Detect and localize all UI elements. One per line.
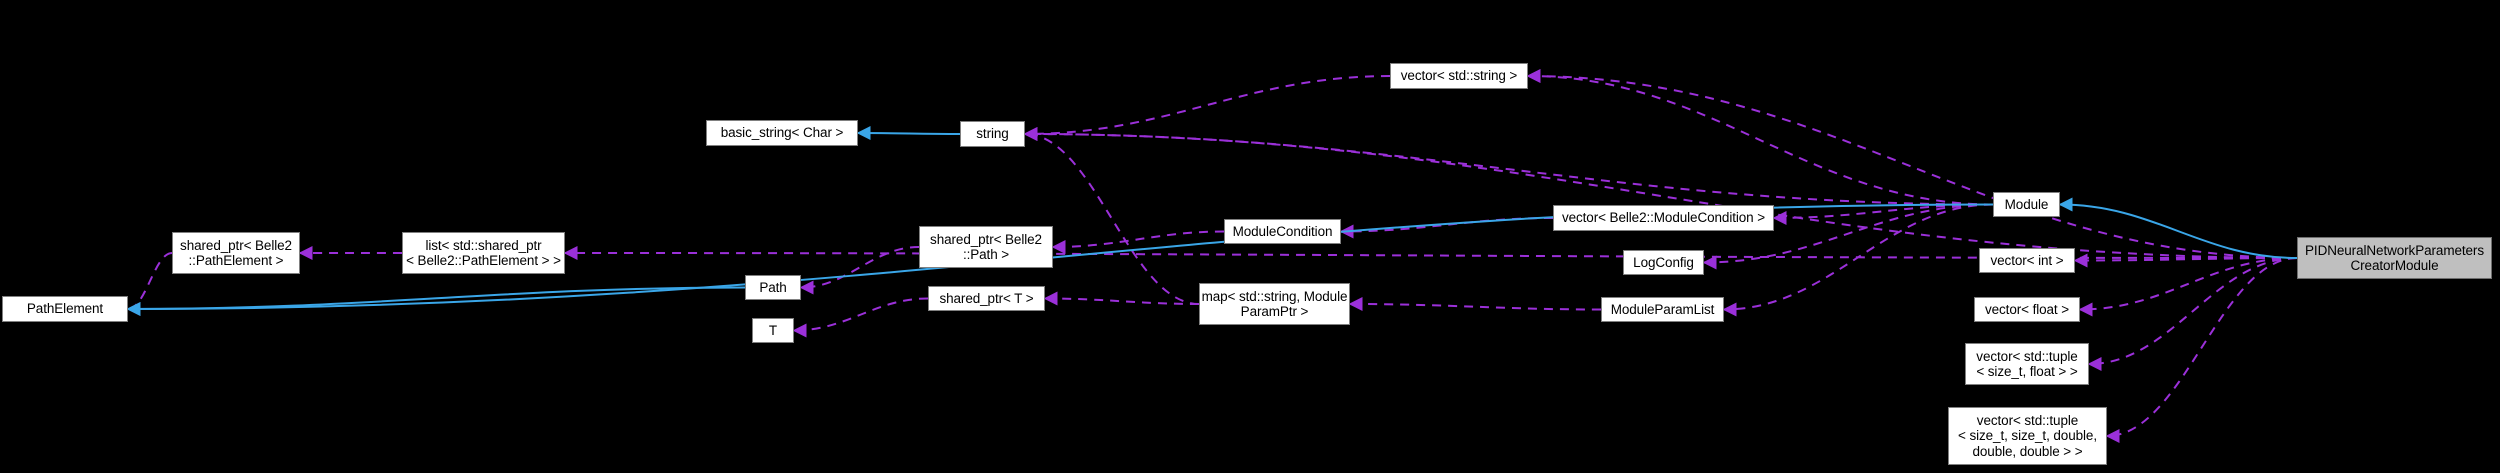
graph-node-vector_tuple_long[interactable]: vector< std::tuple < size_t, size_t, dou… [1948, 407, 2107, 465]
edge-module-to-vector_modcond [1772, 203, 1994, 225]
edge-vector_modcond-to-modulecondition [1339, 217, 1554, 239]
graph-node-vector_tuple_sf[interactable]: vector< std::tuple < size_t, float > > [1965, 343, 2089, 385]
graph-node-vector_int[interactable]: vector< int > [1979, 248, 2075, 273]
graph-node-vector_string[interactable]: vector< std::string > [1390, 63, 1528, 89]
edge-root_module-to-string [1023, 127, 2298, 259]
edge-sharedptr_pathelem-to-pathelement [126, 252, 173, 316]
graph-node-basic_string[interactable]: basic_string< Char > [706, 120, 858, 146]
graph-node-module[interactable]: Module [1993, 192, 2060, 217]
edge-sharedptr_path-to-path [799, 246, 920, 295]
graph-node-t[interactable]: T [752, 318, 794, 343]
graph-node-moduleparamlist[interactable]: ModuleParamList [1601, 297, 1724, 322]
graph-node-vector_modcond[interactable]: vector< Belle2::ModuleCondition > [1553, 205, 1774, 231]
edge-moduleparamlist-to-map_string_module [1348, 297, 1602, 312]
graph-node-vector_float[interactable]: vector< float > [1974, 297, 2080, 322]
graph-node-pathelement[interactable]: PathElement [2, 296, 128, 322]
graph-node-sharedptr_t[interactable]: shared_ptr< T > [928, 286, 1045, 311]
graph-node-path[interactable]: Path [745, 275, 801, 300]
edge-root_module-to-vector_float [2078, 257, 2298, 317]
edge-root_module-to-vector_tuple_sf [2087, 257, 2298, 371]
edge-map_string_module-to-sharedptr_t [1043, 291, 1200, 306]
graph-node-logconfig[interactable]: LogConfig [1623, 250, 1704, 275]
edge-root_module-to-vector_tuple_long [2105, 257, 2298, 443]
edge-root_module-to-vector_int [2073, 253, 2298, 268]
graph-node-string[interactable]: string [960, 121, 1025, 147]
edge-module-to-vector_string [1526, 69, 1994, 206]
graph-node-list_sharedptr[interactable]: list< std::shared_ptr < Belle2::PathElem… [402, 232, 565, 274]
edge-vector_string-to-string [1023, 75, 1391, 141]
edge-map_string_module-to-string [1023, 127, 1200, 305]
graph-node-root_module[interactable]: PIDNeuralNetworkParameters CreatorModule [2297, 237, 2492, 279]
edge-path-to-pathelement [126, 286, 746, 316]
graph-node-sharedptr_path[interactable]: shared_ptr< Belle2 ::Path > [919, 226, 1053, 268]
edge-sharedptr_t-to-t [792, 297, 929, 338]
edge-root_module-to-module [2058, 197, 2298, 259]
graph-node-sharedptr_pathelem[interactable]: shared_ptr< Belle2 ::PathElement > [172, 232, 300, 274]
edge-modulecondition-to-sharedptr_path [1051, 230, 1225, 254]
graph-node-map_string_module[interactable]: map< std::string, Module ParamPtr > [1199, 283, 1350, 325]
edge-string-to-basic_string [856, 126, 961, 141]
graph-node-modulecondition[interactable]: ModuleCondition [1224, 219, 1341, 244]
edge-module-to-string [1023, 127, 1994, 206]
